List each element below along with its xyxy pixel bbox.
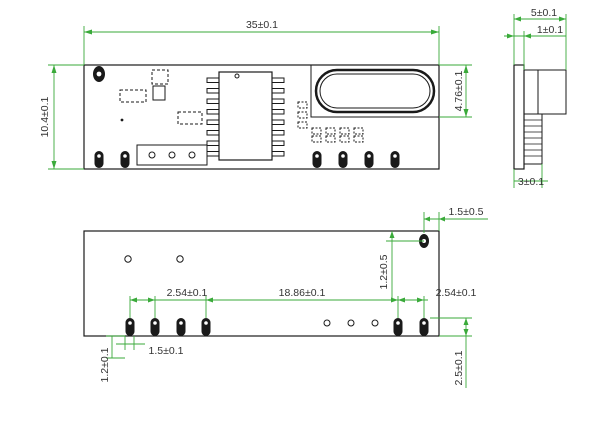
pad <box>339 135 350 143</box>
ic-pin <box>206 130 220 136</box>
pin <box>125 318 135 336</box>
ic-pin <box>271 130 285 136</box>
dim-vertical: 1.2±0.5 <box>378 254 390 289</box>
dim-side-total: 5±0.1 <box>531 7 557 19</box>
hole <box>371 319 379 327</box>
crystal <box>314 68 436 114</box>
dim-corner: 1.5±0.5 <box>449 206 484 218</box>
ic-pin <box>206 140 220 146</box>
dim-side-offset: 1±0.1 <box>537 24 563 36</box>
ic-pin <box>271 109 285 115</box>
pin <box>390 151 400 168</box>
pad <box>311 127 322 135</box>
ic-pin <box>271 151 285 157</box>
pin <box>201 318 211 336</box>
pad-grid <box>297 101 364 143</box>
bottom-board-outline <box>83 230 440 337</box>
ic-pin <box>271 88 285 94</box>
pin <box>419 318 429 336</box>
pad <box>353 135 364 143</box>
pad <box>325 127 336 135</box>
pin <box>120 151 130 168</box>
component-pad <box>177 111 203 125</box>
side-pin-block <box>523 113 543 165</box>
pin <box>312 151 322 168</box>
component-pad <box>151 69 169 85</box>
side-view: 5±0.1 1±0.1 3±0.1 <box>504 7 567 188</box>
ic-pin <box>206 77 220 83</box>
ic-chip <box>218 71 273 161</box>
dim-span: 18.86±0.1 <box>279 287 326 299</box>
side-board <box>513 64 525 170</box>
pin <box>94 151 104 168</box>
pad <box>297 101 308 109</box>
dim-pin-length: 2.5±0.1 <box>453 350 465 385</box>
header-pads <box>136 144 208 166</box>
pad <box>311 135 322 143</box>
dim-pitch-right: 2.54±0.1 <box>436 287 477 299</box>
dim-pin-height: 1.2±0.1 <box>99 347 111 382</box>
bottom-pins <box>125 318 429 336</box>
ic-pin <box>206 98 220 104</box>
ic-pin <box>271 140 285 146</box>
dim-width-label: 35±0.1 <box>246 19 278 31</box>
ic-pin <box>206 109 220 115</box>
dim-pitch: 2.54±0.1 <box>167 287 208 299</box>
pad <box>297 111 308 119</box>
dim-edge: 1.5±0.1 <box>149 345 184 357</box>
pad <box>325 135 336 143</box>
hole <box>323 319 331 327</box>
pad <box>297 121 308 129</box>
dim-side-pin: 3±0.1 <box>518 176 544 188</box>
crystal-outline <box>310 64 440 118</box>
hole <box>176 255 184 263</box>
pin <box>176 318 186 336</box>
dim-height-label: 10.4±0.1 <box>39 96 51 137</box>
ic-pin <box>271 77 285 83</box>
top-view: 35±0.1 10.4±0.1 4.76±0.1 <box>39 19 472 170</box>
pin <box>393 318 403 336</box>
hole <box>347 319 355 327</box>
pad <box>339 127 350 135</box>
ic-pin <box>271 98 285 104</box>
top-pins <box>94 151 400 168</box>
hole <box>124 255 132 263</box>
pin <box>338 151 348 168</box>
component-pad <box>119 89 147 103</box>
pad <box>353 127 364 135</box>
pin <box>364 151 374 168</box>
ic-pin <box>206 119 220 125</box>
side-crystal <box>537 69 567 115</box>
dim-crystal-label: 4.76±0.1 <box>453 70 465 111</box>
bottom-view: 1.5±0.5 1.2±0.5 2.54±0.1 18.86±0.1 2.54±… <box>83 206 488 388</box>
pin <box>150 318 160 336</box>
side-shield <box>523 69 539 115</box>
ic-pin <box>206 88 220 94</box>
ic-pin <box>271 119 285 125</box>
ic-pin <box>206 151 220 157</box>
component-pad <box>152 85 166 101</box>
